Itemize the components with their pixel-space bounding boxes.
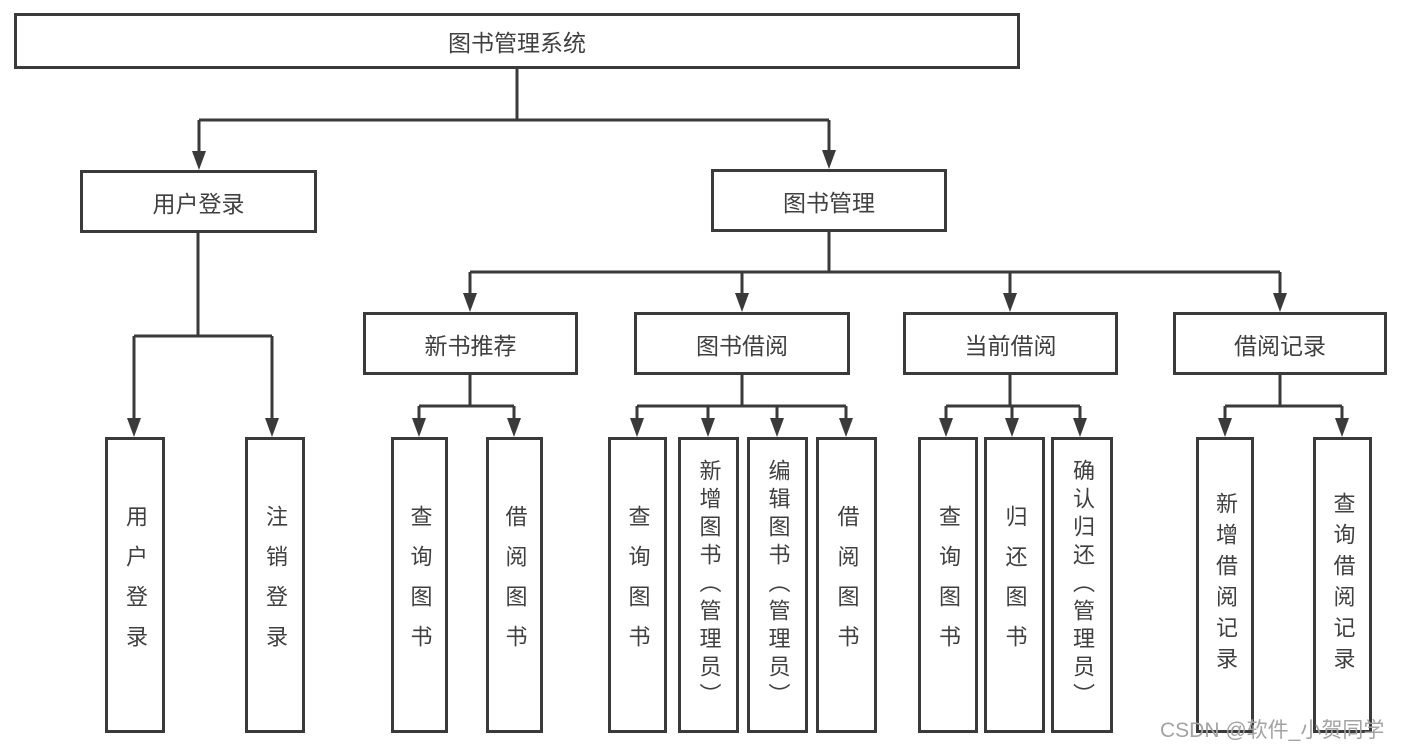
leaf-return-books: 归还图书 [984, 437, 1045, 733]
node-user-login: 用户登录 [80, 170, 317, 233]
node-new-book-recommend: 新书推荐 [363, 312, 578, 375]
node-root: 图书管理系统 [14, 13, 1020, 69]
node-borrow-records: 借阅记录 [1173, 312, 1387, 375]
node-book-borrowing: 图书借阅 [634, 312, 850, 375]
leaf-query-borrow-record: 查询借阅记录 [1313, 437, 1372, 733]
leaf-query-books-3: 查询图书 [918, 437, 978, 733]
leaf-user-login: 用户登录 [105, 437, 165, 733]
watermark: CSDN @软件_小贺同学 [1160, 719, 1385, 742]
leaf-logout: 注销登录 [245, 437, 305, 733]
leaf-query-books-1: 查询图书 [391, 437, 448, 733]
leaf-add-books: 新增图书（管理员） [678, 437, 739, 733]
node-book-management: 图书管理 [711, 169, 947, 232]
leaf-borrow-books-2: 借阅图书 [816, 437, 877, 733]
leaf-edit-books: 编辑图书（管理员） [747, 437, 808, 733]
leaf-confirm-return: 确认归还（管理员） [1051, 437, 1113, 733]
leaf-add-borrow-record: 新增借阅记录 [1196, 437, 1254, 733]
leaf-borrow-books-1: 借阅图书 [486, 437, 543, 733]
leaf-query-books-2: 查询图书 [608, 437, 667, 733]
node-current-borrowing: 当前借阅 [903, 312, 1118, 375]
